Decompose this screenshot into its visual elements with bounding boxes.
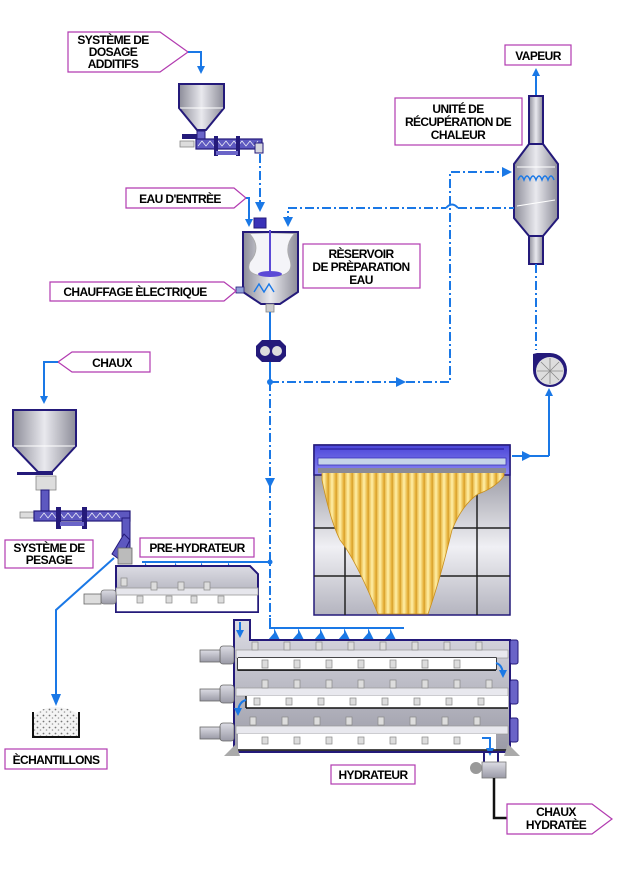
label-reservoir: RÈSERVOIR DE PRÈPARATION EAU <box>302 243 421 289</box>
label-dosage-additifs: SYSTÈME DE DOSAGE ADDITIFS <box>67 31 190 73</box>
flow-stage1-to-stage2 <box>495 662 507 678</box>
label-recuperation-chaleur: UNITÉ DE RÉCUPÉRATION DE CHALEUR <box>394 97 523 146</box>
pre-hydrator <box>83 565 259 613</box>
label-vapeur-text: VAPEUR <box>515 49 561 63</box>
hydrator <box>199 619 520 756</box>
lime-screw-conveyor <box>19 507 133 565</box>
output-rotary-valve <box>470 751 507 779</box>
label-chaux-text: CHAUX <box>92 356 132 370</box>
hydrator-nozzles <box>268 628 396 640</box>
bag-filter <box>313 444 511 616</box>
label-pesage-line2: PESAGE <box>26 553 73 567</box>
arrow-samples <box>51 694 61 706</box>
label-chauffage: CHAUFFAGE ÈLECTRIQUE <box>49 281 237 302</box>
label-reservoir-line1: RÈSERVOIR <box>328 246 394 261</box>
hydrator-motors <box>199 645 235 742</box>
arrow-recirc-down <box>283 217 293 227</box>
arrow-into-recovery <box>502 167 512 177</box>
flow-sample-line <box>55 557 115 700</box>
water-pump <box>256 340 286 362</box>
line-crossover <box>445 203 459 209</box>
label-recup-line3: CHALEUR <box>431 128 486 142</box>
label-hydrateur-text: HYDRATEUR <box>338 768 408 782</box>
flow-hydrated-lime-out <box>492 778 508 820</box>
flow-stage2-to-stage3 <box>234 699 247 716</box>
label-vapeur: VAPEUR <box>504 44 572 66</box>
label-dosage-line3: ADDITIFS <box>88 57 139 71</box>
additive-screw-conveyor <box>179 136 264 156</box>
samples-container <box>32 707 80 738</box>
arrow-to-recovery <box>396 377 406 387</box>
label-dosage-line2: DOSAGE <box>89 45 138 59</box>
water-preparation-tank <box>235 217 299 313</box>
label-recup-line2: RÉCUPÉRATION DE <box>405 114 512 129</box>
spray-nozzles-icon <box>517 175 555 182</box>
flow-hydrator-spray <box>269 618 404 629</box>
label-pesage-line1: SYSTÈME DE <box>13 540 85 555</box>
label-chaux-hydratee-line1: CHAUX <box>536 805 576 819</box>
label-pesage: SYSTÈME DE PESAGE <box>4 539 94 569</box>
arrow-water-down <box>265 478 275 488</box>
heat-recovery-unit <box>513 95 559 265</box>
label-recup-line1: UNITÉ DE <box>432 101 484 116</box>
label-echantillons: ÈCHANTILLONS <box>4 748 108 770</box>
label-chauffage-text: CHAUFFAGE ÈLECTRIQUE <box>63 284 207 299</box>
label-eau-entree-text: EAU D'ENTRÈE <box>139 191 221 206</box>
label-reservoir-line2: DE PRÈPARATION <box>312 259 409 274</box>
flow-stage3-out <box>482 737 494 756</box>
label-eau-entree: EAU D'ENTRÈE <box>125 187 247 209</box>
heater-coil-icon <box>253 282 275 294</box>
label-pre-hydrateur: PRE-HYDRATEUR <box>139 537 255 558</box>
arrow-additive-down <box>255 202 265 212</box>
exhaust-fan <box>533 353 567 387</box>
label-echantillons-text: ÈCHANTILLONS <box>13 752 100 767</box>
label-reservoir-line3: EAU <box>349 273 373 287</box>
flow-chaux-in <box>40 361 58 404</box>
additive-hopper <box>178 83 225 140</box>
label-chaux-hydratee: CHAUX HYDRATÈE <box>506 803 613 835</box>
label-pre-hydrateur-text: PRE-HYDRATEUR <box>149 541 245 555</box>
label-hydrateur: HYDRATEUR <box>330 764 416 785</box>
flow-water-to-recovery <box>270 171 510 383</box>
label-chaux-hydratee-line2: HYDRATÈE <box>526 817 587 832</box>
flow-eau-entree <box>245 197 253 227</box>
junction-pre-hydrator <box>267 559 273 565</box>
flow-additifs-to-hopper <box>188 51 205 74</box>
arrow-filter-out <box>522 451 532 461</box>
lime-hopper <box>12 409 77 513</box>
label-dosage-line1: SYSTÈME DE <box>77 32 149 47</box>
flow-recirc-water-left <box>287 207 446 225</box>
label-chaux: CHAUX <box>56 351 151 373</box>
